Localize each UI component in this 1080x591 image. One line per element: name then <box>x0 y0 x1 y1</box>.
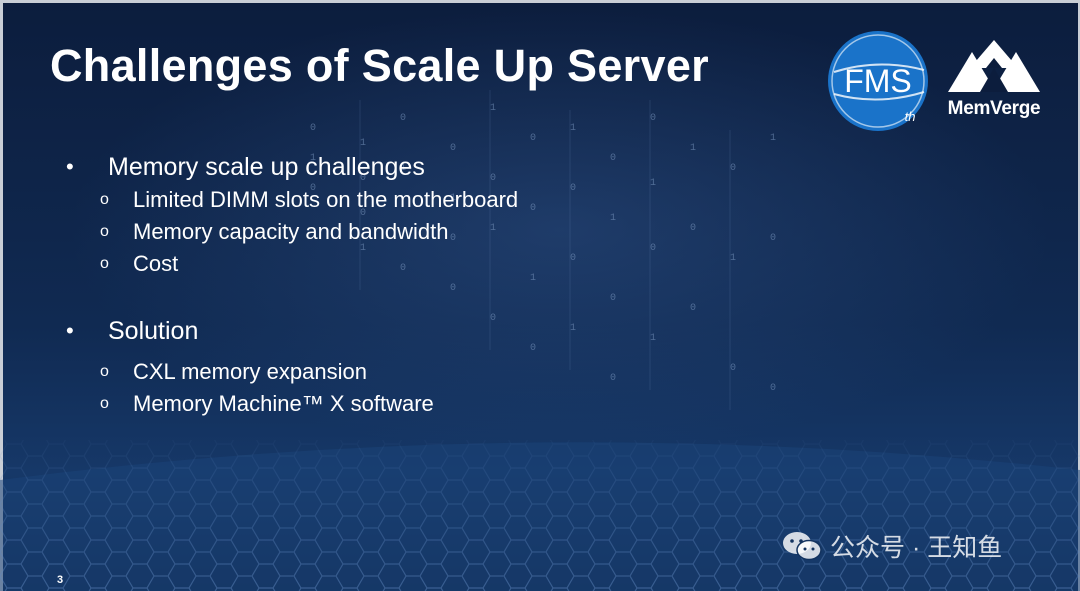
svg-text:1: 1 <box>570 323 576 334</box>
watermark-text: 公众号 · 王知鱼 <box>830 534 1003 562</box>
bullet-marker: • <box>66 318 74 343</box>
frame-border-left <box>0 0 3 591</box>
sub-bullet-marker: o <box>100 223 109 240</box>
sub-bullet-item: o Memory Machine™ X software <box>64 388 764 420</box>
sub-bullet-marker: o <box>100 255 109 272</box>
memverge-logo: MemVerge <box>942 38 1046 122</box>
svg-text:0: 0 <box>610 373 616 384</box>
watermark: 公众号 · 王知鱼 <box>782 528 1002 564</box>
svg-text:0: 0 <box>730 163 736 174</box>
fms-logo-text: FMS <box>844 63 912 99</box>
frame-border-top <box>0 0 1080 3</box>
bullet-marker: • <box>66 154 74 179</box>
svg-text:1: 1 <box>690 143 696 154</box>
bullet-item: • Solution <box>64 314 764 348</box>
svg-text:0: 0 <box>530 343 536 354</box>
svg-text:0: 0 <box>450 233 456 244</box>
svg-text:0: 0 <box>650 243 656 254</box>
sub-bullet-item: o CXL memory expansion <box>64 356 764 388</box>
svg-text:1: 1 <box>360 138 366 149</box>
svg-text:0: 0 <box>400 113 406 124</box>
svg-text:0: 0 <box>690 303 696 314</box>
svg-text:0: 0 <box>570 183 576 194</box>
wechat-icon <box>783 532 822 561</box>
svg-text:0: 0 <box>690 223 696 234</box>
svg-text:0: 0 <box>310 123 316 134</box>
svg-text:1: 1 <box>770 133 776 144</box>
svg-text:0: 0 <box>770 383 776 394</box>
svg-text:1: 1 <box>490 103 496 114</box>
fms-logo: FMS th <box>828 31 928 131</box>
sub-bullet-text: Memory Machine™ X software <box>133 391 434 416</box>
svg-text:0: 0 <box>530 133 536 144</box>
svg-text:0: 0 <box>450 143 456 154</box>
svg-text:0: 0 <box>490 313 496 324</box>
svg-text:1: 1 <box>310 153 316 164</box>
svg-text:0: 0 <box>310 183 316 194</box>
svg-text:0: 0 <box>450 283 456 294</box>
sub-bullet-marker: o <box>100 191 109 208</box>
frame-border-right <box>1078 0 1080 591</box>
slide-title: Challenges of Scale Up Server <box>50 40 709 91</box>
svg-text:0: 0 <box>400 263 406 274</box>
memverge-mountains-icon <box>948 40 1040 92</box>
fms-logo-suffix: th <box>905 109 916 124</box>
svg-text:0: 0 <box>610 153 616 164</box>
sub-bullet-text: Memory capacity and bandwidth <box>133 219 449 244</box>
memverge-wordmark: MemVerge <box>947 98 1041 119</box>
svg-text:1: 1 <box>650 333 656 344</box>
sub-bullet-marker: o <box>100 395 109 412</box>
svg-text:0: 0 <box>360 173 366 184</box>
sub-bullet-item: o Limited DIMM slots on the motherboard <box>64 184 764 216</box>
svg-text:1: 1 <box>450 193 456 204</box>
bullet-text: Solution <box>108 316 199 345</box>
sub-bullet-text: Cost <box>133 251 179 276</box>
svg-text:1: 1 <box>730 253 736 264</box>
page-number: 3 <box>57 574 64 586</box>
binary-rain-background: 0 1 0 1 0 0 1 0 1 0 0 1 0 0 1 0 1 0 0 0 1 0 1 0 0 1 0 1 0 0 0 1… <box>310 90 776 410</box>
svg-text:0: 0 <box>610 293 616 304</box>
svg-text:1: 1 <box>360 243 366 254</box>
sub-bullet-text: Limited DIMM slots on the motherboard <box>133 187 519 212</box>
svg-text:1: 1 <box>610 213 616 224</box>
sub-bullet-marker: o <box>100 363 109 380</box>
svg-text:0: 0 <box>770 233 776 244</box>
svg-text:0: 0 <box>730 363 736 374</box>
bullet-item: • Memory scale up challenges <box>64 150 764 184</box>
svg-text:0: 0 <box>530 203 536 214</box>
svg-text:0: 0 <box>570 253 576 264</box>
svg-text:0: 0 <box>650 113 656 124</box>
svg-text:1: 1 <box>530 273 536 284</box>
svg-text:1: 1 <box>490 223 496 234</box>
svg-text:1: 1 <box>650 178 656 189</box>
sub-bullet-item: o Cost <box>64 248 764 280</box>
svg-text:1: 1 <box>400 163 406 174</box>
sub-bullet-text: CXL memory expansion <box>133 359 367 384</box>
bullet-text: Memory scale up challenges <box>108 152 425 181</box>
slide-content: • Memory scale up challenges o Limited D… <box>64 150 764 442</box>
hexagon-floor-background <box>0 440 1080 591</box>
svg-text:0: 0 <box>360 208 366 219</box>
sub-bullet-item: o Memory capacity and bandwidth <box>64 216 764 248</box>
section-memory-scale-up: • Memory scale up challenges o Limited D… <box>64 150 764 280</box>
svg-text:1: 1 <box>570 123 576 134</box>
svg-text:0: 0 <box>490 173 496 184</box>
section-solution: • Solution o CXL memory expansion o Memo… <box>64 314 764 420</box>
